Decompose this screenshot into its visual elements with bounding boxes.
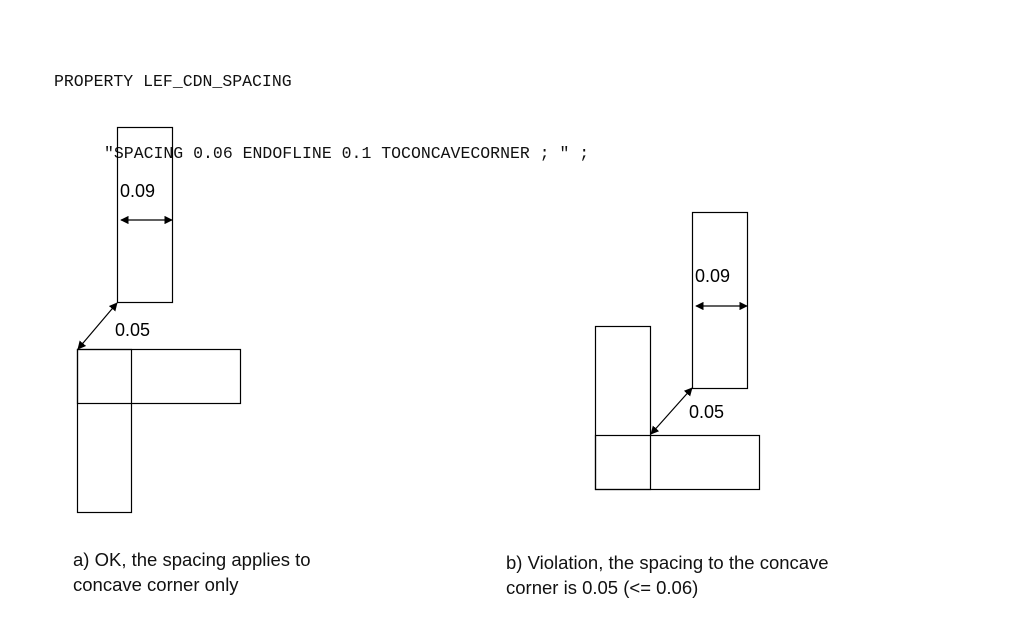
diagram-a-spacing-label: 0.05 [115, 320, 150, 340]
lef-property-code: PROPERTY LEF_CDN_SPACING "SPACING 0.06 E… [54, 22, 589, 190]
code-line-1: PROPERTY LEF_CDN_SPACING [54, 72, 292, 91]
diagram-a-end-of-line-wire [116, 126, 174, 304]
diagram-b-caption-line-2: corner is 0.05 (<= 0.06) [506, 577, 699, 598]
diagram-a-spacing-arrow [77, 302, 118, 350]
diagram-b-width-label: 0.09 [695, 266, 730, 286]
code-line-2: "SPACING 0.06 ENDOFLINE 0.1 TOCONCAVECOR… [104, 144, 590, 163]
diagram-a-caption: a) OK, the spacing applies to concave co… [73, 547, 311, 597]
diagram-b-spacing-arrow [650, 387, 693, 435]
diagram-b-vertical-wire [594, 325, 652, 491]
diagram-b-caption: b) Violation, the spacing to the concave… [506, 550, 829, 600]
diagram-a-width-label: 0.09 [120, 181, 155, 201]
diagram-a-caption-line-2: concave corner only [73, 574, 239, 595]
diagram-b-end-of-line-wire [691, 211, 749, 390]
diagram-a-caption-line-1: a) OK, the spacing applies to [73, 549, 311, 570]
diagram-b-caption-line-1: b) Violation, the spacing to the concave [506, 552, 829, 573]
diagram-a-vertical-wire [76, 348, 133, 514]
diagram-b [594, 211, 761, 491]
diagram-b-horizontal-wire [594, 434, 761, 491]
diagram-a-horizontal-wire [76, 348, 242, 405]
diagram-a [76, 126, 242, 514]
diagram-b-spacing-label: 0.05 [689, 402, 724, 422]
